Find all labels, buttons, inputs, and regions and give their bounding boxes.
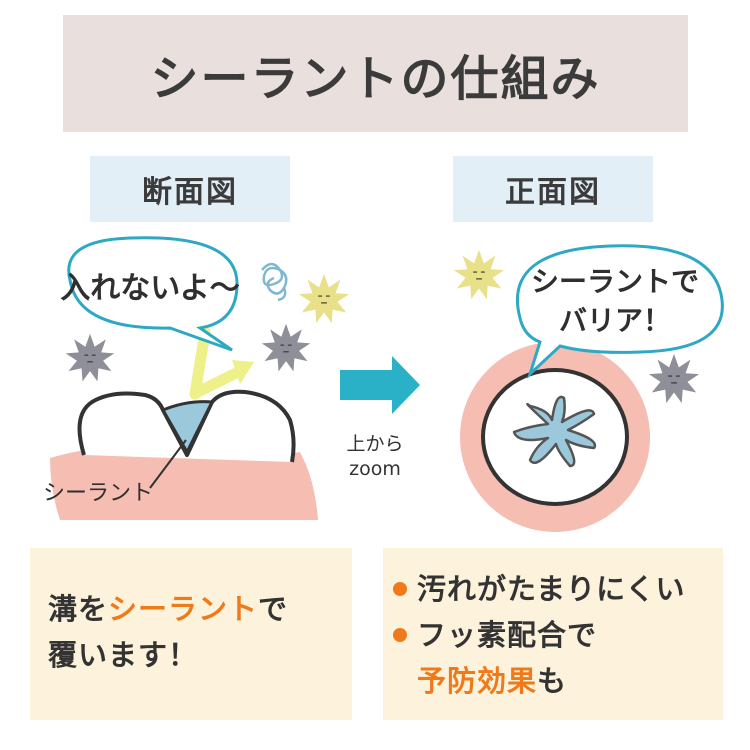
note-left-highlight: シーラント	[108, 592, 259, 626]
speech-right-line2: バリア！	[559, 304, 671, 337]
sealant-fill	[161, 400, 214, 454]
speech-bubble-left	[67, 236, 239, 352]
front-view-label: 正面図	[453, 156, 653, 222]
squiggle-germ-icon	[261, 262, 288, 302]
note-right-item1-text: 汚れがたまりにくい	[417, 572, 686, 606]
zoom-arrow	[340, 356, 420, 414]
title-banner: シーラントの仕組み	[63, 15, 688, 132]
deflect-arrow	[189, 326, 254, 400]
zoom-label-line2: zoom	[349, 458, 401, 480]
zoom-label-line1: 上から	[346, 433, 404, 455]
germ-icon	[648, 353, 700, 404]
note-right-item1: 汚れがたまりにくい	[393, 566, 686, 612]
gum-left	[50, 447, 318, 520]
note-box-left: 溝をシーラントで 覆います！	[30, 548, 352, 720]
bullet-icon	[393, 628, 407, 642]
germ-icon	[260, 322, 312, 373]
note-right-item2-suffix: も	[537, 664, 568, 698]
germ-icon	[64, 332, 116, 383]
tooth-cross-section	[77, 389, 296, 463]
speech-bubble-right	[515, 244, 724, 379]
page-title: シーラントの仕組み	[150, 50, 601, 107]
note-right-highlight: 予防効果	[417, 664, 538, 698]
note-left-line1: 溝をシーラントで	[48, 586, 288, 632]
note-left-line2: 覆います！	[48, 638, 199, 672]
speech-right-line1: シーラントで	[531, 265, 699, 298]
speech-left-text: 入れないよ〜	[60, 271, 239, 306]
note-right-item2-cont: 予防効果も	[393, 658, 686, 704]
note-right-item2: フッ素配合で	[393, 612, 686, 658]
sealant-top-view	[512, 395, 597, 468]
zoom-label: 上から zoom	[330, 432, 420, 482]
bullet-icon	[393, 582, 407, 596]
cross-section-label: 断面図	[90, 156, 290, 222]
note-right-item2-text: フッ素配合で	[417, 618, 598, 652]
note-box-right: 汚れがたまりにくい フッ素配合で 予防効果も	[383, 548, 723, 720]
note-left-suffix: で	[258, 592, 289, 626]
germ-icon	[453, 249, 505, 300]
note-left-prefix: 溝を	[48, 592, 109, 626]
sealant-label: シーラント	[43, 481, 153, 506]
germ-icon	[298, 273, 350, 324]
sealant-pointer	[149, 439, 187, 489]
